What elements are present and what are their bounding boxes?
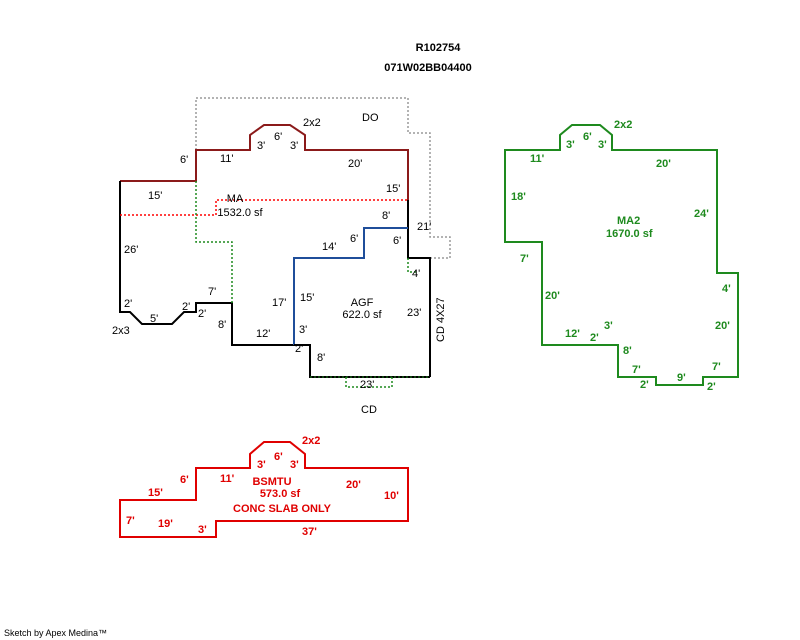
- dim-label: 3': [257, 459, 266, 471]
- dim-label: 2': [198, 308, 206, 320]
- bsmtu-area: 573.0 sf: [260, 488, 301, 500]
- dim-label: 20': [346, 479, 361, 491]
- ma2-area: 1670.0 sf: [606, 228, 653, 240]
- dim-label: 15': [148, 190, 162, 202]
- dim-label: 19': [158, 518, 173, 530]
- dim-label: 18': [511, 191, 526, 203]
- dim-label: 6': [583, 131, 592, 143]
- dim-label: 4': [722, 283, 731, 295]
- agf-top-boundary: [293, 227, 408, 345]
- ma-dotted-line: [120, 199, 408, 216]
- ma-top-boundary: [120, 124, 409, 200]
- dim-label: 2': [124, 298, 132, 310]
- dim-label: 2x3: [112, 325, 130, 337]
- main-outline-left: [119, 181, 294, 346]
- dim-label: 3': [604, 320, 613, 332]
- dim-label: 10': [384, 490, 399, 502]
- dim-label: 37': [302, 526, 317, 538]
- dim-label: 2': [640, 379, 649, 391]
- bsmtu-name: BSMTU: [252, 476, 291, 488]
- dim-label: 6': [393, 235, 401, 247]
- dim-label: 2': [295, 343, 303, 355]
- dim-label: 23': [407, 307, 421, 319]
- dim-label: 26': [124, 244, 138, 256]
- dim-label: 2': [707, 381, 716, 393]
- dim-label: 23': [360, 379, 374, 391]
- dim-label: 3': [290, 140, 298, 152]
- footer-credit: Sketch by Apex Medina™: [4, 628, 107, 638]
- dim-label: 3': [198, 524, 207, 536]
- dim-label: 7': [632, 364, 641, 376]
- bsmtu-outline: [119, 441, 409, 538]
- dim-label: 14': [322, 241, 336, 253]
- agf-bottom-boundary: [294, 344, 430, 378]
- dim-label: 6': [350, 233, 358, 245]
- agf-name: AGF: [351, 297, 374, 309]
- dim-label: 21': [417, 221, 431, 233]
- map-reference: 071W02BB04400: [384, 62, 471, 74]
- parcel-id: R102754: [416, 42, 462, 54]
- dim-label: 20': [545, 290, 560, 302]
- dim-label: 20': [348, 158, 362, 170]
- dim-label: 5': [150, 313, 158, 325]
- dim-label: 8': [218, 319, 226, 331]
- ma-area: 1532.0 sf: [217, 207, 263, 219]
- ma2-name: MA2: [617, 215, 640, 227]
- dim-label: 17': [272, 297, 286, 309]
- dim-label: 7': [208, 286, 216, 298]
- dim-label: 15': [300, 292, 314, 304]
- dim-label: 3': [290, 459, 299, 471]
- dim-label: 2x2: [302, 435, 320, 447]
- dim-label: 11': [220, 473, 235, 485]
- dim-label: 9': [677, 372, 686, 384]
- dim-label: 24': [694, 208, 709, 220]
- dim-label: 6': [180, 474, 189, 486]
- dim-label: 11': [530, 153, 545, 165]
- dim-label: 2x2: [303, 117, 321, 129]
- dim-label: 8': [317, 352, 325, 364]
- dim-label: 2x2: [614, 119, 632, 131]
- dim-label: 2': [590, 332, 599, 344]
- dim-label: 11': [220, 153, 234, 165]
- dim-label: 6': [274, 131, 282, 143]
- dim-label: 8': [623, 345, 632, 357]
- dim-label: 6': [274, 451, 283, 463]
- dim-label: 12': [565, 328, 580, 340]
- ma2-outline: [504, 124, 739, 386]
- agf-area: 622.0 sf: [342, 309, 382, 321]
- dim-label: 20': [656, 158, 671, 170]
- dim-label: 8': [382, 210, 390, 222]
- do-label: DO: [362, 112, 379, 124]
- cd-bottom-label: CD: [361, 404, 377, 416]
- cd-bottom-outline: [345, 377, 393, 388]
- dim-label: 4': [412, 268, 420, 280]
- cd-right-label: CD 4X27: [435, 297, 447, 342]
- dim-label: 7': [126, 515, 135, 527]
- dim-label: 12': [256, 328, 270, 340]
- dim-label: 20': [715, 320, 730, 332]
- dim-label: 2': [182, 301, 190, 313]
- green-dotted-small: [407, 258, 418, 273]
- ma-name: MA: [227, 193, 244, 205]
- dim-label: 3': [299, 324, 307, 336]
- dim-label: 3': [566, 139, 575, 151]
- do-outline: [195, 97, 451, 259]
- dim-label: 3': [598, 139, 607, 151]
- dim-label: 15': [386, 183, 400, 195]
- dim-label: 15': [148, 487, 163, 499]
- dim-label: 6': [180, 154, 188, 166]
- dim-label: 3': [257, 140, 265, 152]
- dim-label: 7': [712, 361, 721, 373]
- bsmtu-note: CONC SLAB ONLY: [233, 503, 332, 515]
- dim-label: 7': [520, 253, 529, 265]
